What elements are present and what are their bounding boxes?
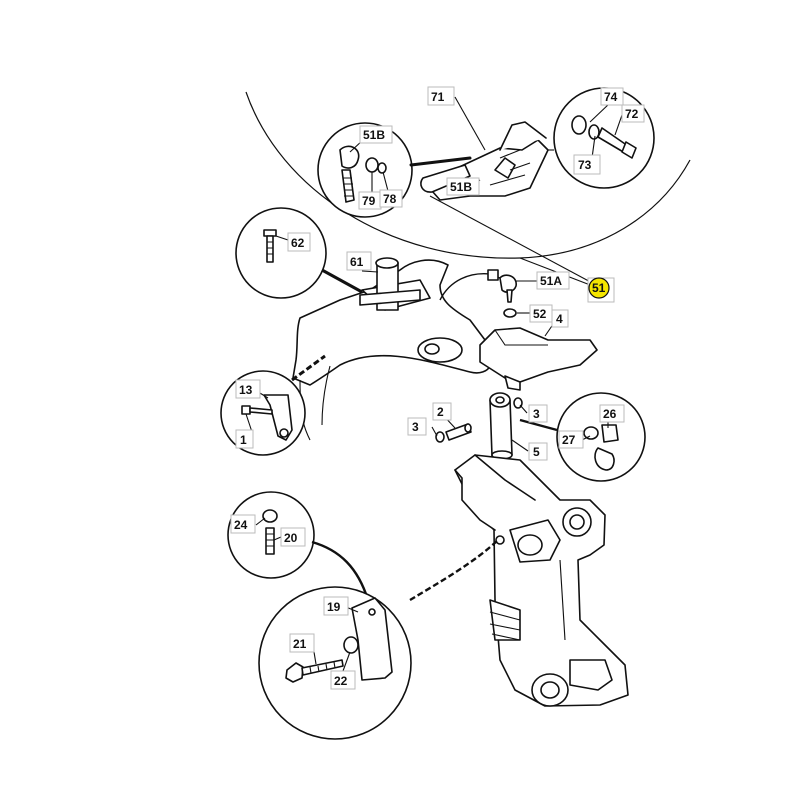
callout-label-19: 19 xyxy=(323,596,349,616)
callout-label-61: 61 xyxy=(346,251,372,271)
ball-joint xyxy=(487,269,517,318)
svg-text:78: 78 xyxy=(383,192,397,206)
svg-text:27: 27 xyxy=(562,433,576,447)
svg-text:4: 4 xyxy=(556,312,563,326)
rocker-arm xyxy=(479,327,598,391)
detail-circle-clamp xyxy=(258,586,412,740)
callout-label-26: 26 xyxy=(599,404,625,423)
svg-text:21: 21 xyxy=(293,637,307,651)
svg-text:51A: 51A xyxy=(540,274,562,288)
callout-label-79: 79 xyxy=(358,191,382,210)
svg-text:24: 24 xyxy=(234,518,248,532)
callout-label-51B-main: 51B xyxy=(446,177,480,196)
svg-text:79: 79 xyxy=(362,194,376,208)
svg-text:19: 19 xyxy=(327,600,341,614)
callout-label-2: 2 xyxy=(432,402,452,421)
svg-text:22: 22 xyxy=(334,674,348,688)
svg-text:13: 13 xyxy=(239,383,253,397)
callout-label-20: 20 xyxy=(280,527,306,547)
svg-text:20: 20 xyxy=(284,531,298,545)
svg-text:5: 5 xyxy=(533,445,540,459)
callout-label-27: 27 xyxy=(558,430,584,449)
svg-text:72: 72 xyxy=(625,107,639,121)
svg-text:61: 61 xyxy=(350,255,364,269)
detail-circle-setscrew xyxy=(227,491,315,579)
svg-text:51B: 51B xyxy=(363,128,385,142)
svg-text:3: 3 xyxy=(412,420,419,434)
connector-thick xyxy=(409,156,472,167)
callout-label-3-right: 3 xyxy=(528,404,548,423)
svg-text:51B: 51B xyxy=(450,180,472,194)
svg-text:71: 71 xyxy=(431,90,445,104)
callout-label-51-highlighted: 51 xyxy=(587,277,615,303)
callout-label-51B-detail: 51B xyxy=(359,125,393,144)
svg-text:2: 2 xyxy=(437,405,444,419)
callout-label-24: 24 xyxy=(230,514,256,534)
svg-text:52: 52 xyxy=(533,307,547,321)
svg-text:1: 1 xyxy=(240,433,247,447)
section-arc xyxy=(245,91,691,259)
callout-label-72: 72 xyxy=(621,104,645,123)
cylinder xyxy=(489,392,523,460)
callout-label-1: 1 xyxy=(235,429,254,449)
callout-label-62: 62 xyxy=(287,232,311,252)
svg-text:62: 62 xyxy=(291,236,305,250)
lower-frame xyxy=(454,454,629,707)
post xyxy=(359,257,421,311)
callout-label-22: 22 xyxy=(330,670,356,690)
pin xyxy=(435,423,472,443)
callout-label-51A: 51A xyxy=(536,271,570,290)
callout-label-71: 71 xyxy=(427,86,455,106)
callout-label-5: 5 xyxy=(528,442,548,461)
svg-text:51: 51 xyxy=(592,281,606,295)
svg-text:3: 3 xyxy=(533,407,540,421)
callout-label-73: 73 xyxy=(573,154,601,175)
svg-text:73: 73 xyxy=(578,158,592,172)
callout-label-21: 21 xyxy=(289,633,315,653)
svg-text:74: 74 xyxy=(604,90,618,104)
callout-label-4: 4 xyxy=(551,309,569,328)
svg-text:26: 26 xyxy=(603,407,617,421)
detail-circle-screw xyxy=(235,207,327,299)
detail-circle-plate xyxy=(220,370,306,456)
callout-label-13: 13 xyxy=(235,379,261,399)
callout-label-78: 78 xyxy=(379,189,403,208)
callout-label-3-left: 3 xyxy=(407,417,427,436)
callout-label-74: 74 xyxy=(600,87,624,106)
callout-label-52: 52 xyxy=(529,304,553,323)
